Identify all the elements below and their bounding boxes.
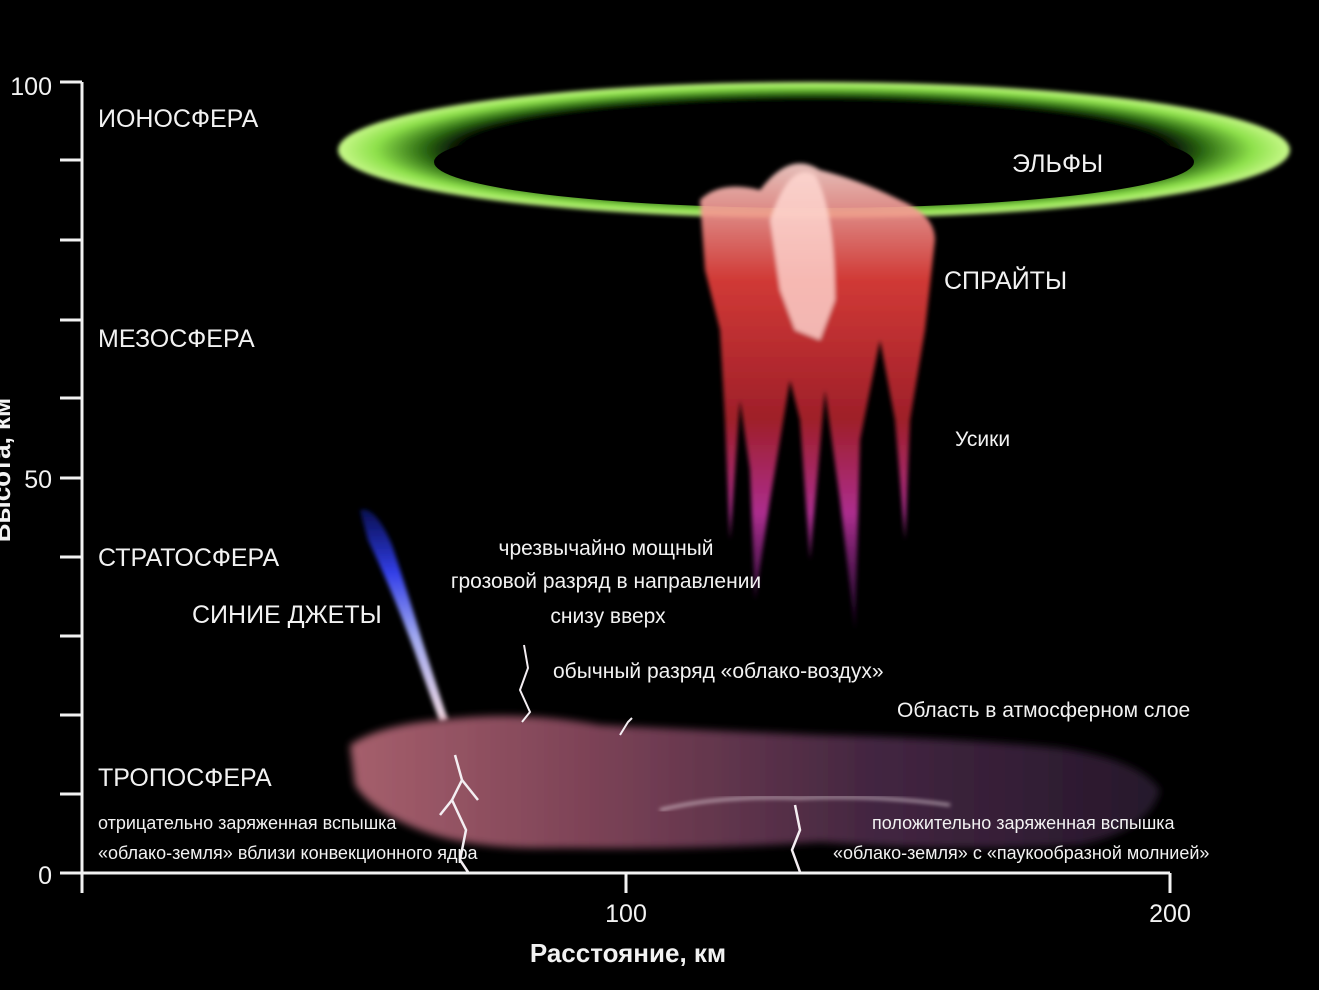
x-axis-title: Расстояние, км bbox=[530, 938, 726, 968]
y-axis-title: Высота, км bbox=[0, 398, 16, 543]
layer-stratosphere: СТРАТОСФЕРА bbox=[98, 544, 280, 572]
label-atmospheric-region: Область в атмосферном слое bbox=[897, 699, 1190, 722]
x-axis bbox=[82, 873, 1170, 893]
label-positive-cg-2: «облако-земля» с «паукообразной молнией» bbox=[833, 843, 1209, 863]
label-negative-cg-2: «облако-земля» вблизи конвекционного ядр… bbox=[98, 843, 479, 863]
y-axis bbox=[60, 82, 82, 873]
y-tick-0: 0 bbox=[38, 862, 52, 890]
label-gigantic-jet-1: чрезвычайно мощный bbox=[499, 537, 714, 560]
label-positive-cg-1: положительно заряженная вспышка bbox=[872, 813, 1176, 833]
label-tendrils: Усики bbox=[955, 428, 1010, 451]
label-cloud-to-air: обычный разряд «облако-воздух» bbox=[553, 660, 884, 683]
label-elves: ЭЛЬФЫ bbox=[1012, 150, 1103, 178]
y-tick-100: 100 bbox=[10, 73, 52, 101]
label-negative-cg-1: отрицательно заряженная вспышка bbox=[98, 813, 397, 833]
label-gigantic-jet-3: снизу вверх bbox=[550, 605, 666, 628]
y-tick-50: 50 bbox=[24, 466, 52, 494]
layer-troposphere: ТРОПОСФЕРА bbox=[98, 764, 272, 792]
label-sprites: СПРАЙТЫ bbox=[944, 265, 1067, 295]
label-gigantic-jet-2: грозовой разряд в направлении bbox=[451, 570, 761, 593]
x-tick-100: 100 bbox=[605, 900, 647, 928]
label-blue-jets: СИНИЕ ДЖЕТЫ bbox=[192, 601, 382, 629]
x-tick-200: 200 bbox=[1149, 900, 1191, 928]
layer-ionosphere: ИОНОСФЕРА bbox=[98, 105, 259, 133]
layer-mesosphere: МЕЗОСФЕРА bbox=[98, 325, 255, 353]
sprites-shape bbox=[700, 163, 935, 630]
